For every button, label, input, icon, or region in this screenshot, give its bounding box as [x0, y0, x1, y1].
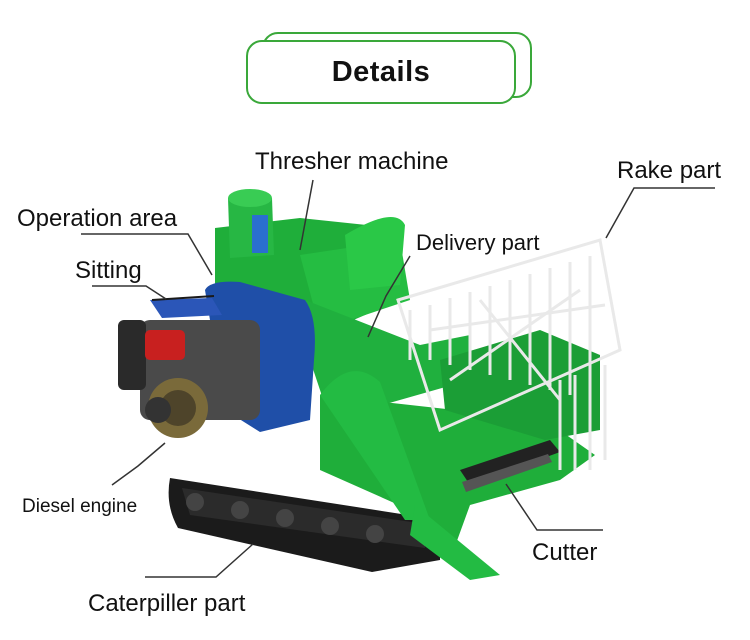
diesel-engine-block — [118, 281, 315, 438]
label-thresher-machine: Thresher machine — [255, 148, 449, 175]
rake-reel — [396, 238, 622, 470]
label-diesel-engine: Diesel engine — [22, 496, 138, 517]
label-rake-part: Rake part — [617, 157, 722, 184]
title-badge-frame: Details — [246, 40, 516, 104]
diesel-leader-line — [111, 442, 166, 486]
label-sitting: Sitting — [75, 257, 142, 284]
caterpiller-leader-line — [145, 543, 254, 578]
rake-leader-line — [605, 187, 715, 239]
label-caterpiller-part: Caterpiller part — [88, 590, 246, 617]
cutter-leader-line — [505, 483, 603, 531]
cutter-bar — [460, 440, 560, 492]
sitting-leader-line — [92, 285, 167, 300]
details-title-badge: Details — [246, 32, 532, 104]
delivery-leader-line — [367, 255, 411, 338]
caterpillar-track — [168, 478, 440, 572]
label-delivery-part: Delivery part — [416, 230, 540, 255]
operation-leader-line — [81, 233, 213, 276]
label-operation-area: Operation area — [17, 205, 178, 232]
thresher-leader-line — [299, 179, 314, 251]
page-title: Details — [331, 55, 431, 88]
leader-lines — [81, 179, 715, 578]
label-cutter: Cutter — [532, 539, 598, 566]
